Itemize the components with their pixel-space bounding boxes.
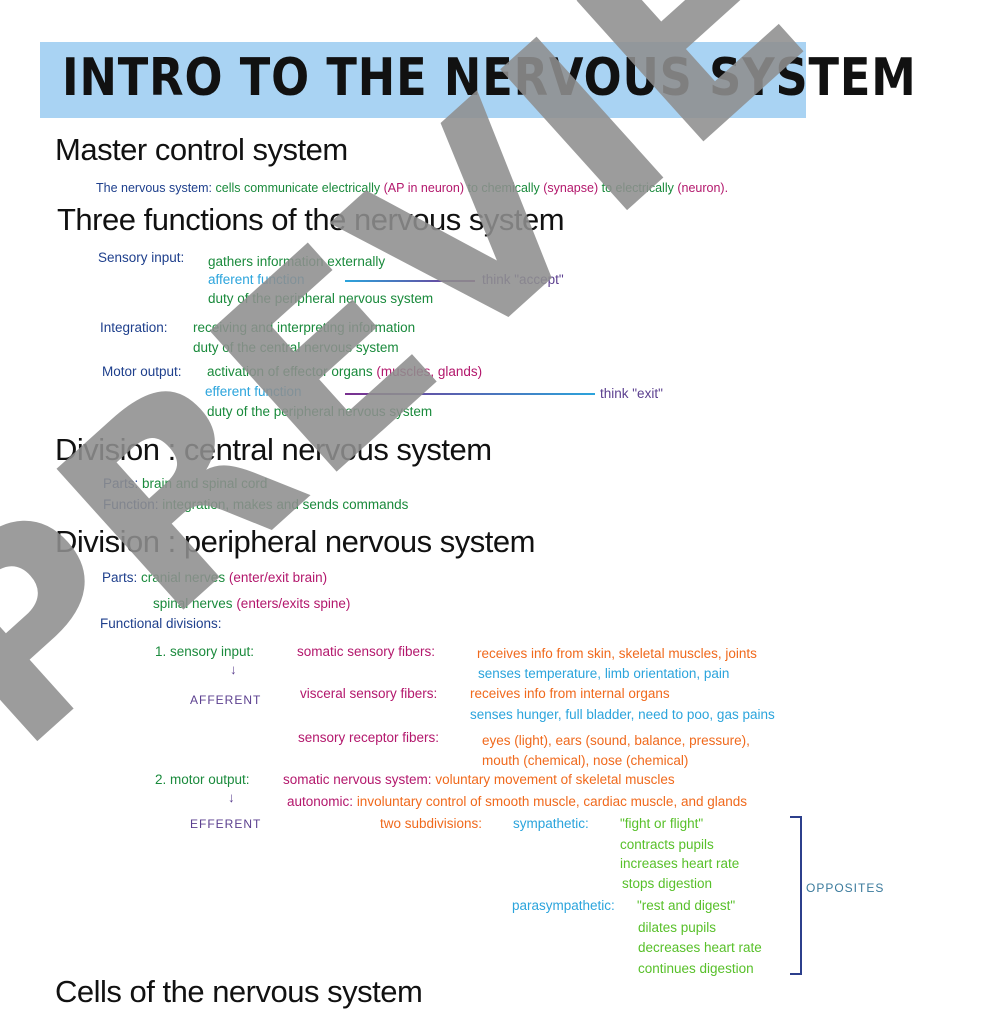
nervous-system-definition: The nervous system: cells communicate el… [96, 180, 728, 196]
down-arrow-icon: ↓ [230, 662, 237, 677]
heading-pns: Division : peripheral nervous system [55, 524, 535, 559]
label: Function: [103, 497, 159, 512]
text: receives info from internal organs [470, 686, 670, 701]
pns-spinal: spinal nerves (enters/exits spine) [153, 596, 350, 612]
label: The nervous system: [96, 181, 213, 195]
text: activation of effector organs (muscles, … [207, 364, 482, 380]
text: involuntary control of smooth muscle, ca… [356, 794, 748, 809]
sensory-input-label: Sensory input: [98, 250, 185, 265]
autonomic: autonomic: involuntary control of smooth… [287, 794, 747, 810]
text: stops digestion [622, 876, 713, 891]
text: mouth (chemical), nose (chemical) [482, 753, 689, 768]
text: duty of the central nervous system [193, 340, 399, 355]
text: (synapse) [543, 181, 599, 195]
text: cells communicate electrically [215, 181, 381, 195]
text: spinal nerves [153, 596, 233, 611]
text: (AP in neuron) [383, 181, 464, 195]
text: dilates pupils [638, 920, 717, 935]
motor-output-division: 2. motor output: [155, 772, 250, 787]
sympathetic-label: sympathetic: [513, 816, 589, 831]
text: contracts pupils [620, 837, 714, 852]
text: "rest and digest" [637, 898, 736, 913]
text: duty of the peripheral nervous system [208, 291, 434, 306]
integration-label: Integration: [100, 320, 168, 335]
text: afferent function [208, 272, 305, 287]
text: (enter/exit brain) [228, 570, 328, 585]
page-title: INTRO TO THE NERVOUS SYSTEM [62, 48, 917, 108]
text: decreases heart rate [638, 940, 762, 955]
text: efferent function [205, 384, 302, 399]
text: senses hunger, full bladder, need to poo… [470, 707, 775, 722]
sensory-input-division: 1. sensory input: [155, 644, 255, 659]
preview-watermark: PREVIEW [0, 0, 1000, 804]
text: (enters/exits spine) [236, 596, 351, 611]
text: think "exit" [600, 386, 663, 401]
down-arrow-icon: ↓ [228, 790, 235, 805]
label: Parts: [102, 570, 138, 585]
motor-output-label: Motor output: [102, 364, 182, 379]
text: duty of the peripheral nervous system [207, 404, 433, 419]
text: eyes (light), ears (sound, balance, pres… [482, 733, 750, 748]
text: to chemically [467, 181, 540, 195]
text: voluntary movement of skeletal muscles [435, 772, 675, 787]
text: receives info from skin, skeletal muscle… [477, 646, 757, 661]
parasympathetic-label: parasympathetic: [512, 898, 615, 913]
heading-cns: Division : central nervous system [55, 432, 492, 467]
title-banner [40, 42, 806, 118]
text: to electrically [601, 181, 674, 195]
afferent-label: AFFERENT [190, 693, 262, 707]
text: senses temperature, limb orientation, pa… [478, 666, 730, 681]
cns-parts: Parts: brain and spinal cord [103, 476, 267, 492]
two-subdivisions-label: two subdivisions: [380, 816, 483, 831]
text: think "accept" [482, 272, 564, 287]
text: (muscles, glands) [376, 364, 483, 379]
somatic-nervous-system: somatic nervous system: voluntary moveme… [283, 772, 675, 788]
pns-cranial: Parts: cranial nerves (enter/exit brain) [102, 570, 327, 586]
receptor-label: sensory receptor fibers: [298, 730, 440, 745]
opposites-label: OPPOSITES [806, 881, 885, 895]
heading-master-control: Master control system [55, 132, 348, 167]
text: brain and spinal cord [142, 476, 268, 491]
label: somatic nervous system: [283, 772, 432, 787]
text: continues digestion [638, 961, 754, 976]
somatic-label: somatic sensory fibers: [297, 644, 436, 659]
text: activation of effector organs [207, 364, 373, 379]
label: Parts: [103, 476, 139, 491]
efferent-label: EFFERENT [190, 817, 262, 831]
text: (neuron). [677, 181, 729, 195]
arrow-icon [345, 393, 595, 395]
functional-divisions-label: Functional divisions: [100, 616, 222, 631]
heading-three-functions: Three functions of the nervous system [57, 202, 565, 237]
text: cranial nerves [141, 570, 226, 585]
visceral-label: visceral sensory fibers: [300, 686, 438, 701]
text: receiving and interpreting information [193, 320, 416, 335]
bracket-icon [790, 816, 802, 975]
text: increases heart rate [620, 856, 740, 871]
text: integration, makes and sends commands [162, 497, 409, 512]
cns-function: Function: integration, makes and sends c… [103, 497, 408, 513]
heading-cells: Cells of the nervous system [55, 974, 423, 1009]
arrow-icon [345, 280, 475, 282]
text: gathers information externally [208, 254, 386, 269]
label: autonomic: [287, 794, 354, 809]
text: "fight or flight" [620, 816, 704, 831]
